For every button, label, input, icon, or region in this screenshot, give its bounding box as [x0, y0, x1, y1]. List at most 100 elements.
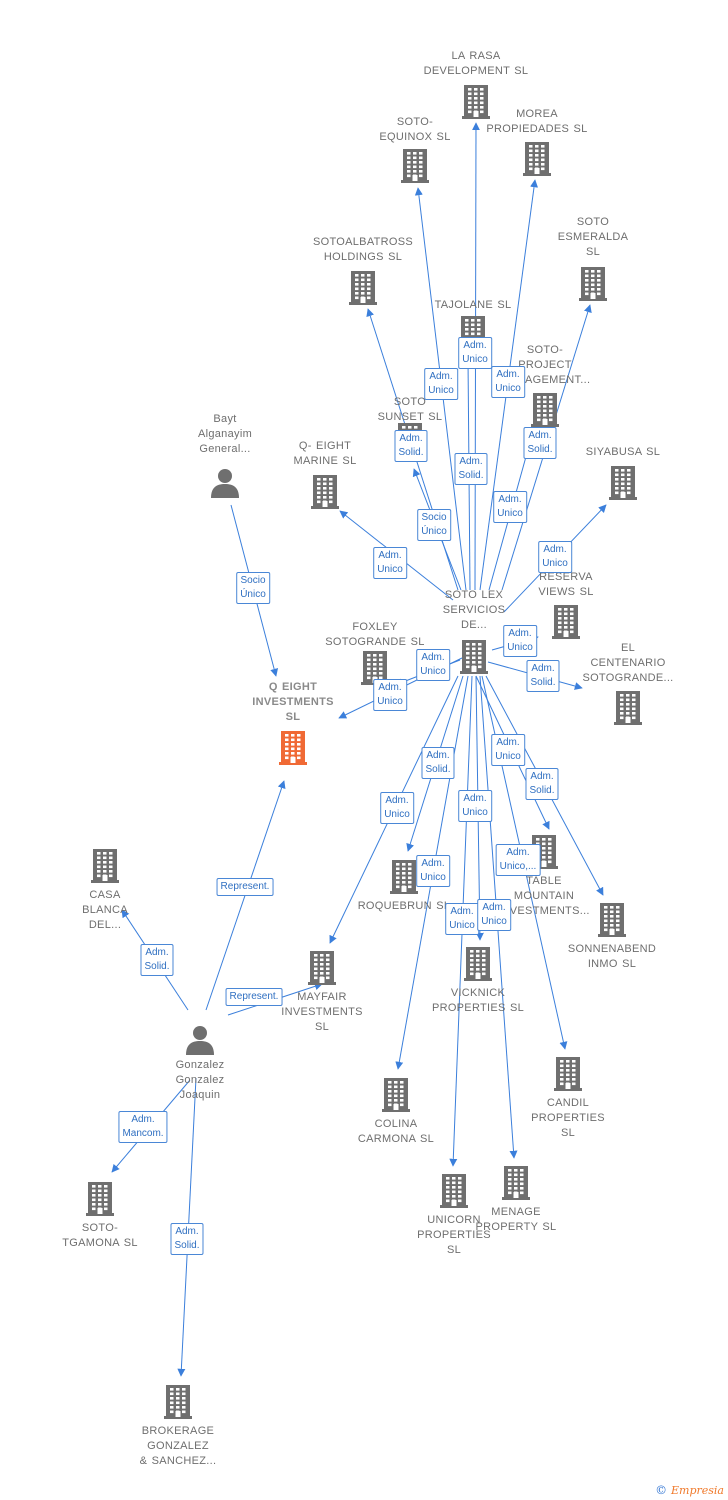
building-icon[interactable]	[382, 1078, 410, 1117]
node-siyabusa[interactable]: SIYABUSA SL	[543, 445, 703, 460]
edge-label[interactable]: Adm. Solid.	[170, 1223, 204, 1255]
edge-label[interactable]: Adm. Unico	[445, 903, 479, 935]
node-label[interactable]: SOTO- TGAMONA SL	[62, 1222, 138, 1249]
node-label[interactable]: CANDIL PROPERTIES SL	[531, 1097, 605, 1139]
node-label[interactable]: MAYFAIR INVESTMENTS SL	[281, 991, 363, 1033]
edge-label[interactable]: Adm. Unico	[493, 491, 527, 523]
node-gonzalez[interactable]: Gonzalez Gonzalez Joaquin	[120, 1058, 280, 1103]
node-bayt[interactable]: Bayt Alganayim General...	[145, 412, 305, 457]
building-icon[interactable]	[609, 466, 637, 505]
edge-label[interactable]: Socio Único	[236, 572, 270, 604]
building-icon[interactable]	[462, 85, 490, 124]
node-label[interactable]: MOREA PROPIEDADES SL	[486, 108, 588, 135]
node-label[interactable]: UNICORN PROPERTIES SL	[417, 1214, 491, 1256]
edge-label[interactable]: Adm. Mancom.	[118, 1111, 168, 1143]
node-mayfair[interactable]: MAYFAIR INVESTMENTS SL	[242, 990, 402, 1035]
edge-label[interactable]: Represent.	[216, 878, 274, 896]
edge-label[interactable]: Adm. Unico	[458, 337, 492, 369]
edge-label[interactable]: Adm. Solid.	[394, 430, 428, 462]
building-icon[interactable]	[311, 475, 339, 514]
node-label[interactable]: Q EIGHT INVESTMENTS SL	[252, 681, 334, 723]
node-label[interactable]: VICKNICK PROPERTIES SL	[431, 987, 525, 1014]
person-icon[interactable]	[210, 468, 240, 503]
node-label[interactable]: FOXLEY SOTOGRANDE SL	[325, 621, 425, 648]
node-soto-tgamona[interactable]: SOTO- TGAMONA SL	[20, 1221, 180, 1251]
building-icon[interactable]	[390, 860, 418, 899]
building-icon[interactable]	[308, 951, 336, 990]
node-sotoalbatross[interactable]: SOTOALBATROSS HOLDINGS SL	[283, 235, 443, 265]
edge-label[interactable]: Adm. Solid.	[421, 747, 455, 779]
edge-label[interactable]: Adm. Unico	[458, 790, 492, 822]
node-brokerage[interactable]: BROKERAGE GONZALEZ & SANCHEZ...	[98, 1424, 258, 1469]
node-la-rasa[interactable]: LA RASA DEVELOPMENT SL	[396, 49, 556, 79]
node-q-eight[interactable]: Q EIGHT INVESTMENTS SL	[213, 680, 373, 725]
node-label[interactable]: Q- EIGHT MARINE SL	[293, 440, 357, 467]
building-icon[interactable]	[460, 640, 488, 679]
edge-label[interactable]: Adm. Unico	[416, 649, 450, 681]
brand-logo[interactable]: Empresia	[671, 1484, 724, 1497]
edge-label[interactable]: Adm. Unico	[416, 855, 450, 887]
node-vicknick[interactable]: VICKNICK PROPERTIES SL	[398, 986, 558, 1016]
building-icon[interactable]	[361, 651, 389, 690]
edge-label[interactable]: Adm. Solid.	[523, 427, 557, 459]
building-icon[interactable]	[464, 947, 492, 986]
edge-label[interactable]: Adm. Solid.	[454, 453, 488, 485]
edge-label[interactable]: Adm. Solid.	[140, 944, 174, 976]
building-icon[interactable]	[531, 393, 559, 432]
node-colina-carmona[interactable]: COLINA CARMONA SL	[316, 1117, 476, 1147]
node-label[interactable]: RESERVA VIEWS SL	[538, 571, 594, 598]
node-table-mountain[interactable]: TABLE MOUNTAIN INVESTMENTS...	[464, 874, 624, 919]
node-menage[interactable]: MENAGE PROPERTY SL	[436, 1205, 596, 1235]
building-icon[interactable]	[614, 691, 642, 730]
node-label[interactable]: CASA BLANCA DEL...	[82, 889, 128, 931]
building-icon[interactable]	[401, 149, 429, 188]
building-icon[interactable]	[552, 605, 580, 644]
building-icon[interactable]	[440, 1174, 468, 1213]
node-label[interactable]: EL CENTENARIO SOTOGRANDE...	[582, 642, 674, 684]
edge-label[interactable]: Adm. Unico	[477, 899, 511, 931]
node-label[interactable]: Bayt Alganayim General...	[197, 413, 253, 455]
edge-label[interactable]: Adm. Unico	[538, 541, 572, 573]
node-label[interactable]: BROKERAGE GONZALEZ & SANCHEZ...	[139, 1425, 217, 1467]
node-label[interactable]: SOTO SUNSET SL	[377, 396, 443, 423]
building-icon[interactable]	[91, 849, 119, 888]
edge-label[interactable]: Adm. Unico	[373, 679, 407, 711]
building-icon[interactable]	[579, 267, 607, 306]
node-q-eight-marine[interactable]: Q- EIGHT MARINE SL	[245, 439, 405, 469]
node-label[interactable]: Gonzalez Gonzalez Joaquin	[175, 1059, 225, 1101]
edge-label[interactable]: Adm. Unico	[503, 625, 537, 657]
building-icon[interactable]	[523, 142, 551, 181]
node-label[interactable]: SOTOALBATROSS HOLDINGS SL	[312, 236, 414, 263]
edge-label[interactable]: Represent.	[225, 988, 283, 1006]
node-label[interactable]: SIYABUSA SL	[585, 446, 661, 458]
edge-label[interactable]: Adm. Solid.	[526, 660, 560, 692]
edge-label[interactable]: Adm. Unico	[424, 368, 458, 400]
node-foxley[interactable]: FOXLEY SOTOGRANDE SL	[295, 620, 455, 650]
node-candil[interactable]: CANDIL PROPERTIES SL	[488, 1096, 648, 1141]
node-morea[interactable]: MOREA PROPIEDADES SL	[457, 107, 617, 137]
node-tajolane[interactable]: TAJOLANE SL	[393, 298, 553, 313]
node-reserva-views[interactable]: RESERVA VIEWS SL	[486, 570, 646, 600]
node-unicorn[interactable]: UNICORN PROPERTIES SL	[374, 1213, 534, 1258]
edge-label[interactable]: Adm. Solid.	[525, 768, 559, 800]
building-icon[interactable]	[598, 903, 626, 942]
building-icon[interactable]	[279, 731, 307, 770]
building-icon[interactable]	[164, 1385, 192, 1424]
node-casa-blanca[interactable]: CASA BLANCA DEL...	[25, 888, 185, 933]
building-icon[interactable]	[502, 1166, 530, 1205]
node-label[interactable]: LA RASA DEVELOPMENT SL	[423, 50, 529, 77]
edge-label[interactable]: Adm. Unico	[491, 734, 525, 766]
node-sonnenabend[interactable]: SONNENABEND INMO SL	[532, 942, 692, 972]
edge-label[interactable]: Adm. Unico	[373, 547, 407, 579]
node-label[interactable]: TABLE MOUNTAIN INVESTMENTS...	[498, 875, 590, 917]
building-icon[interactable]	[349, 271, 377, 310]
building-icon[interactable]	[554, 1057, 582, 1096]
person-icon[interactable]	[185, 1025, 215, 1060]
edge-label[interactable]: Socio Único	[417, 509, 451, 541]
node-label[interactable]: SONNENABEND INMO SL	[567, 943, 657, 970]
node-label[interactable]: COLINA CARMONA SL	[357, 1118, 435, 1145]
node-el-centenario[interactable]: EL CENTENARIO SOTOGRANDE...	[548, 641, 708, 686]
node-soto-equinox[interactable]: SOTO- EQUINOX SL	[335, 115, 495, 145]
building-icon[interactable]	[86, 1182, 114, 1221]
edge-label[interactable]: Adm. Unico,...	[495, 844, 541, 876]
